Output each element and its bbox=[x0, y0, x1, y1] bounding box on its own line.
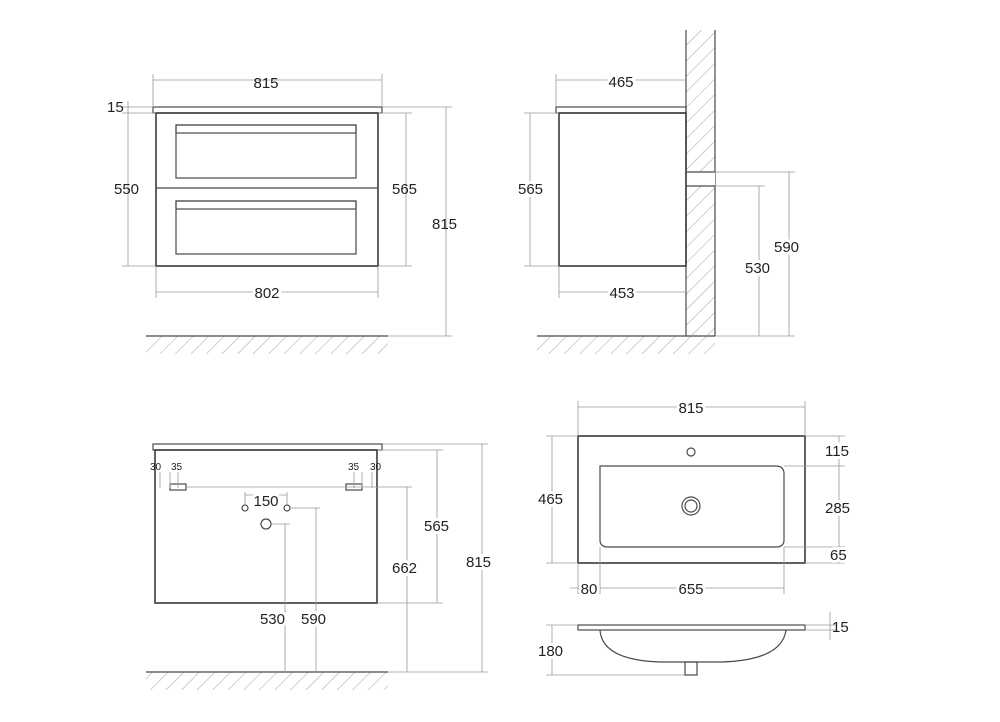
pipe-hole-left bbox=[241, 504, 249, 512]
faucet-hole bbox=[686, 447, 696, 457]
basin-section-view: 15 180 bbox=[535, 612, 849, 676]
dim-front-width: 815 bbox=[253, 75, 278, 92]
drawer-upper-handle bbox=[175, 124, 357, 134]
drain-hole bbox=[260, 518, 272, 530]
dim-basin-side-margin: 80 bbox=[581, 581, 598, 598]
dim-basin-width: 815 bbox=[678, 400, 703, 417]
dim-back-body-height: 565 bbox=[424, 518, 449, 535]
countertop-back bbox=[152, 443, 383, 451]
floor-hatch-side bbox=[537, 336, 715, 354]
back-view: 30 35 35 30 150 530 590 565 662 815 bbox=[146, 443, 494, 690]
dim-basin-bowl-depth: 285 bbox=[825, 500, 850, 517]
dim-side-pipe-height: 590 bbox=[774, 239, 799, 256]
dim-side-body-height: 565 bbox=[518, 181, 543, 198]
pipe-hole-right bbox=[283, 504, 291, 512]
drain-pipe bbox=[684, 661, 698, 676]
basin-outline bbox=[577, 435, 806, 564]
dim-basin-rim-thickness: 15 bbox=[832, 619, 849, 636]
dim-basin-section-height: 180 bbox=[538, 643, 563, 660]
dim-basin-back-margin: 115 bbox=[825, 443, 849, 460]
dim-back-mount-left-b: 35 bbox=[171, 462, 183, 473]
dim-front-total-height: 815 bbox=[432, 216, 457, 233]
drain-outer bbox=[681, 496, 701, 516]
dim-side-depth: 465 bbox=[608, 74, 633, 91]
dim-back-mount-right-b: 30 bbox=[370, 462, 382, 473]
cabinet-body bbox=[155, 112, 379, 267]
dim-basin-depth: 465 bbox=[538, 491, 563, 508]
basin-bowl-profile bbox=[599, 629, 787, 663]
dim-back-hole-spacing: 150 bbox=[253, 493, 278, 510]
dim-side-body-depth: 453 bbox=[609, 285, 634, 302]
countertop bbox=[152, 106, 383, 114]
floor-hatch-back bbox=[146, 672, 388, 690]
basin-bowl bbox=[599, 465, 785, 548]
dim-front-body-width: 802 bbox=[254, 285, 279, 302]
side-view: 465 565 453 530 590 bbox=[515, 30, 802, 354]
dim-back-mount-left-a: 30 bbox=[150, 462, 162, 473]
basin-top-view: 815 465 115 285 65 80 655 bbox=[535, 397, 853, 601]
dim-front-drawer-height: 550 bbox=[114, 181, 139, 198]
drawer-lower-handle bbox=[175, 200, 357, 210]
dim-back-mount-height: 662 bbox=[392, 560, 417, 577]
dim-back-mount-right-a: 35 bbox=[348, 462, 360, 473]
basin-rim bbox=[577, 624, 806, 631]
front-view: 815 15 550 565 815 802 bbox=[107, 74, 457, 354]
countertop-side bbox=[555, 106, 687, 114]
dim-basin-bowl-width: 655 bbox=[678, 581, 703, 598]
floor-hatch bbox=[146, 336, 388, 354]
cabinet-body-side bbox=[558, 112, 687, 267]
dim-side-outlet-height: 530 bbox=[745, 260, 770, 277]
dim-back-hole-high: 590 bbox=[301, 611, 326, 628]
dim-front-top-thickness: 15 bbox=[107, 99, 124, 116]
dim-basin-front-margin: 65 bbox=[830, 547, 847, 564]
cabinet-back-panel bbox=[154, 449, 378, 604]
dim-back-total-height: 815 bbox=[466, 554, 491, 571]
dim-front-body-height: 565 bbox=[392, 181, 417, 198]
pipe-opening bbox=[686, 172, 715, 186]
drain-inner bbox=[684, 499, 698, 513]
dim-back-hole-low: 530 bbox=[260, 611, 285, 628]
